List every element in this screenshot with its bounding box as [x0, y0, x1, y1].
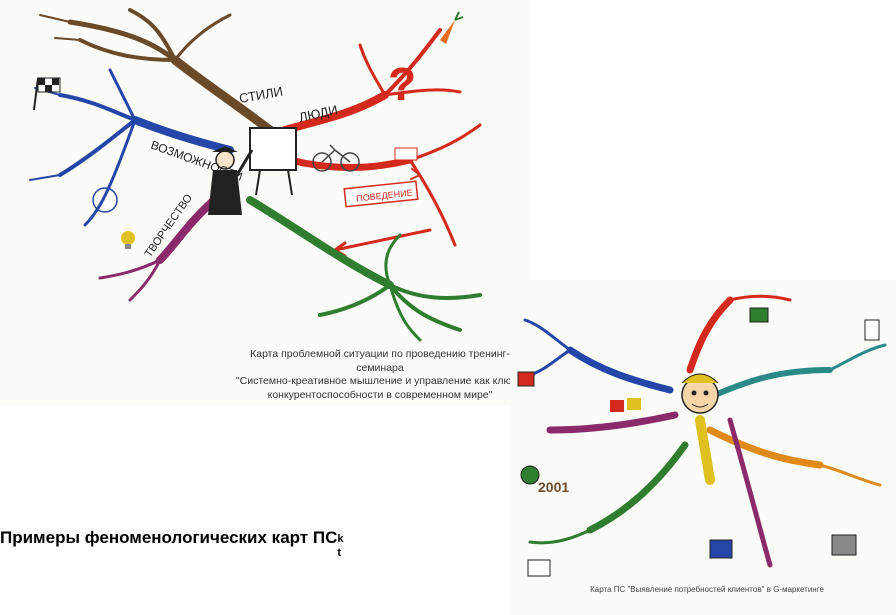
- monitor-icon: [710, 540, 732, 558]
- orange-branch: [710, 430, 820, 465]
- book-icon: [832, 535, 856, 555]
- tv-icon: [750, 308, 768, 322]
- year-label: 2001: [538, 479, 569, 495]
- green-branch: [590, 445, 685, 530]
- document-icon: [865, 320, 879, 340]
- mind-map-1-drawing: ПОВЕДЕНИЕ: [0, 0, 530, 405]
- light-bulb-icon: [121, 231, 135, 249]
- map1-caption: Карта проблемной ситуации по проведению …: [230, 348, 530, 402]
- heading-text: Примеры феноменологических карт ПС: [0, 528, 337, 547]
- box-icon-2: [627, 398, 641, 410]
- teal-branch: [715, 370, 830, 395]
- possibilities-branch: [30, 70, 230, 225]
- blue-branch: [570, 350, 670, 390]
- question-mark-icon: ?: [388, 58, 416, 110]
- behavior-box: ПОВЕДЕНИЕ: [344, 148, 417, 207]
- map1-caption-line-3: конкурентоспособности в современном мире…: [230, 389, 530, 403]
- mind-map-2-drawing: 2001: [510, 280, 896, 615]
- mind-map-client-needs: 2001: [510, 280, 896, 615]
- map1-caption-line-1: Карта проблемной ситуации по проведению …: [230, 348, 530, 375]
- map2-caption: Карта ПС "Выявление потребностей клиенто…: [522, 585, 892, 594]
- purple-branch: [550, 415, 675, 430]
- computer-icon: [528, 560, 550, 576]
- styles-label: СТИЛИ: [238, 84, 284, 106]
- character-figure: [682, 374, 718, 413]
- globe-icon: [521, 466, 539, 484]
- box-icon: [610, 400, 624, 412]
- carrot-icon: [440, 12, 463, 44]
- map1-caption-line-2: "Системно-креативное мышление и управлен…: [230, 375, 530, 389]
- styles-branch: [40, 10, 270, 130]
- heading-sub: t: [337, 547, 341, 559]
- people-branch: [285, 30, 480, 256]
- gift-icon: [518, 372, 534, 386]
- red-branch: [690, 300, 730, 370]
- heading-sup: k: [337, 533, 343, 545]
- mind-map-problem-situation: ПОВЕДЕНИЕ: [0, 0, 530, 405]
